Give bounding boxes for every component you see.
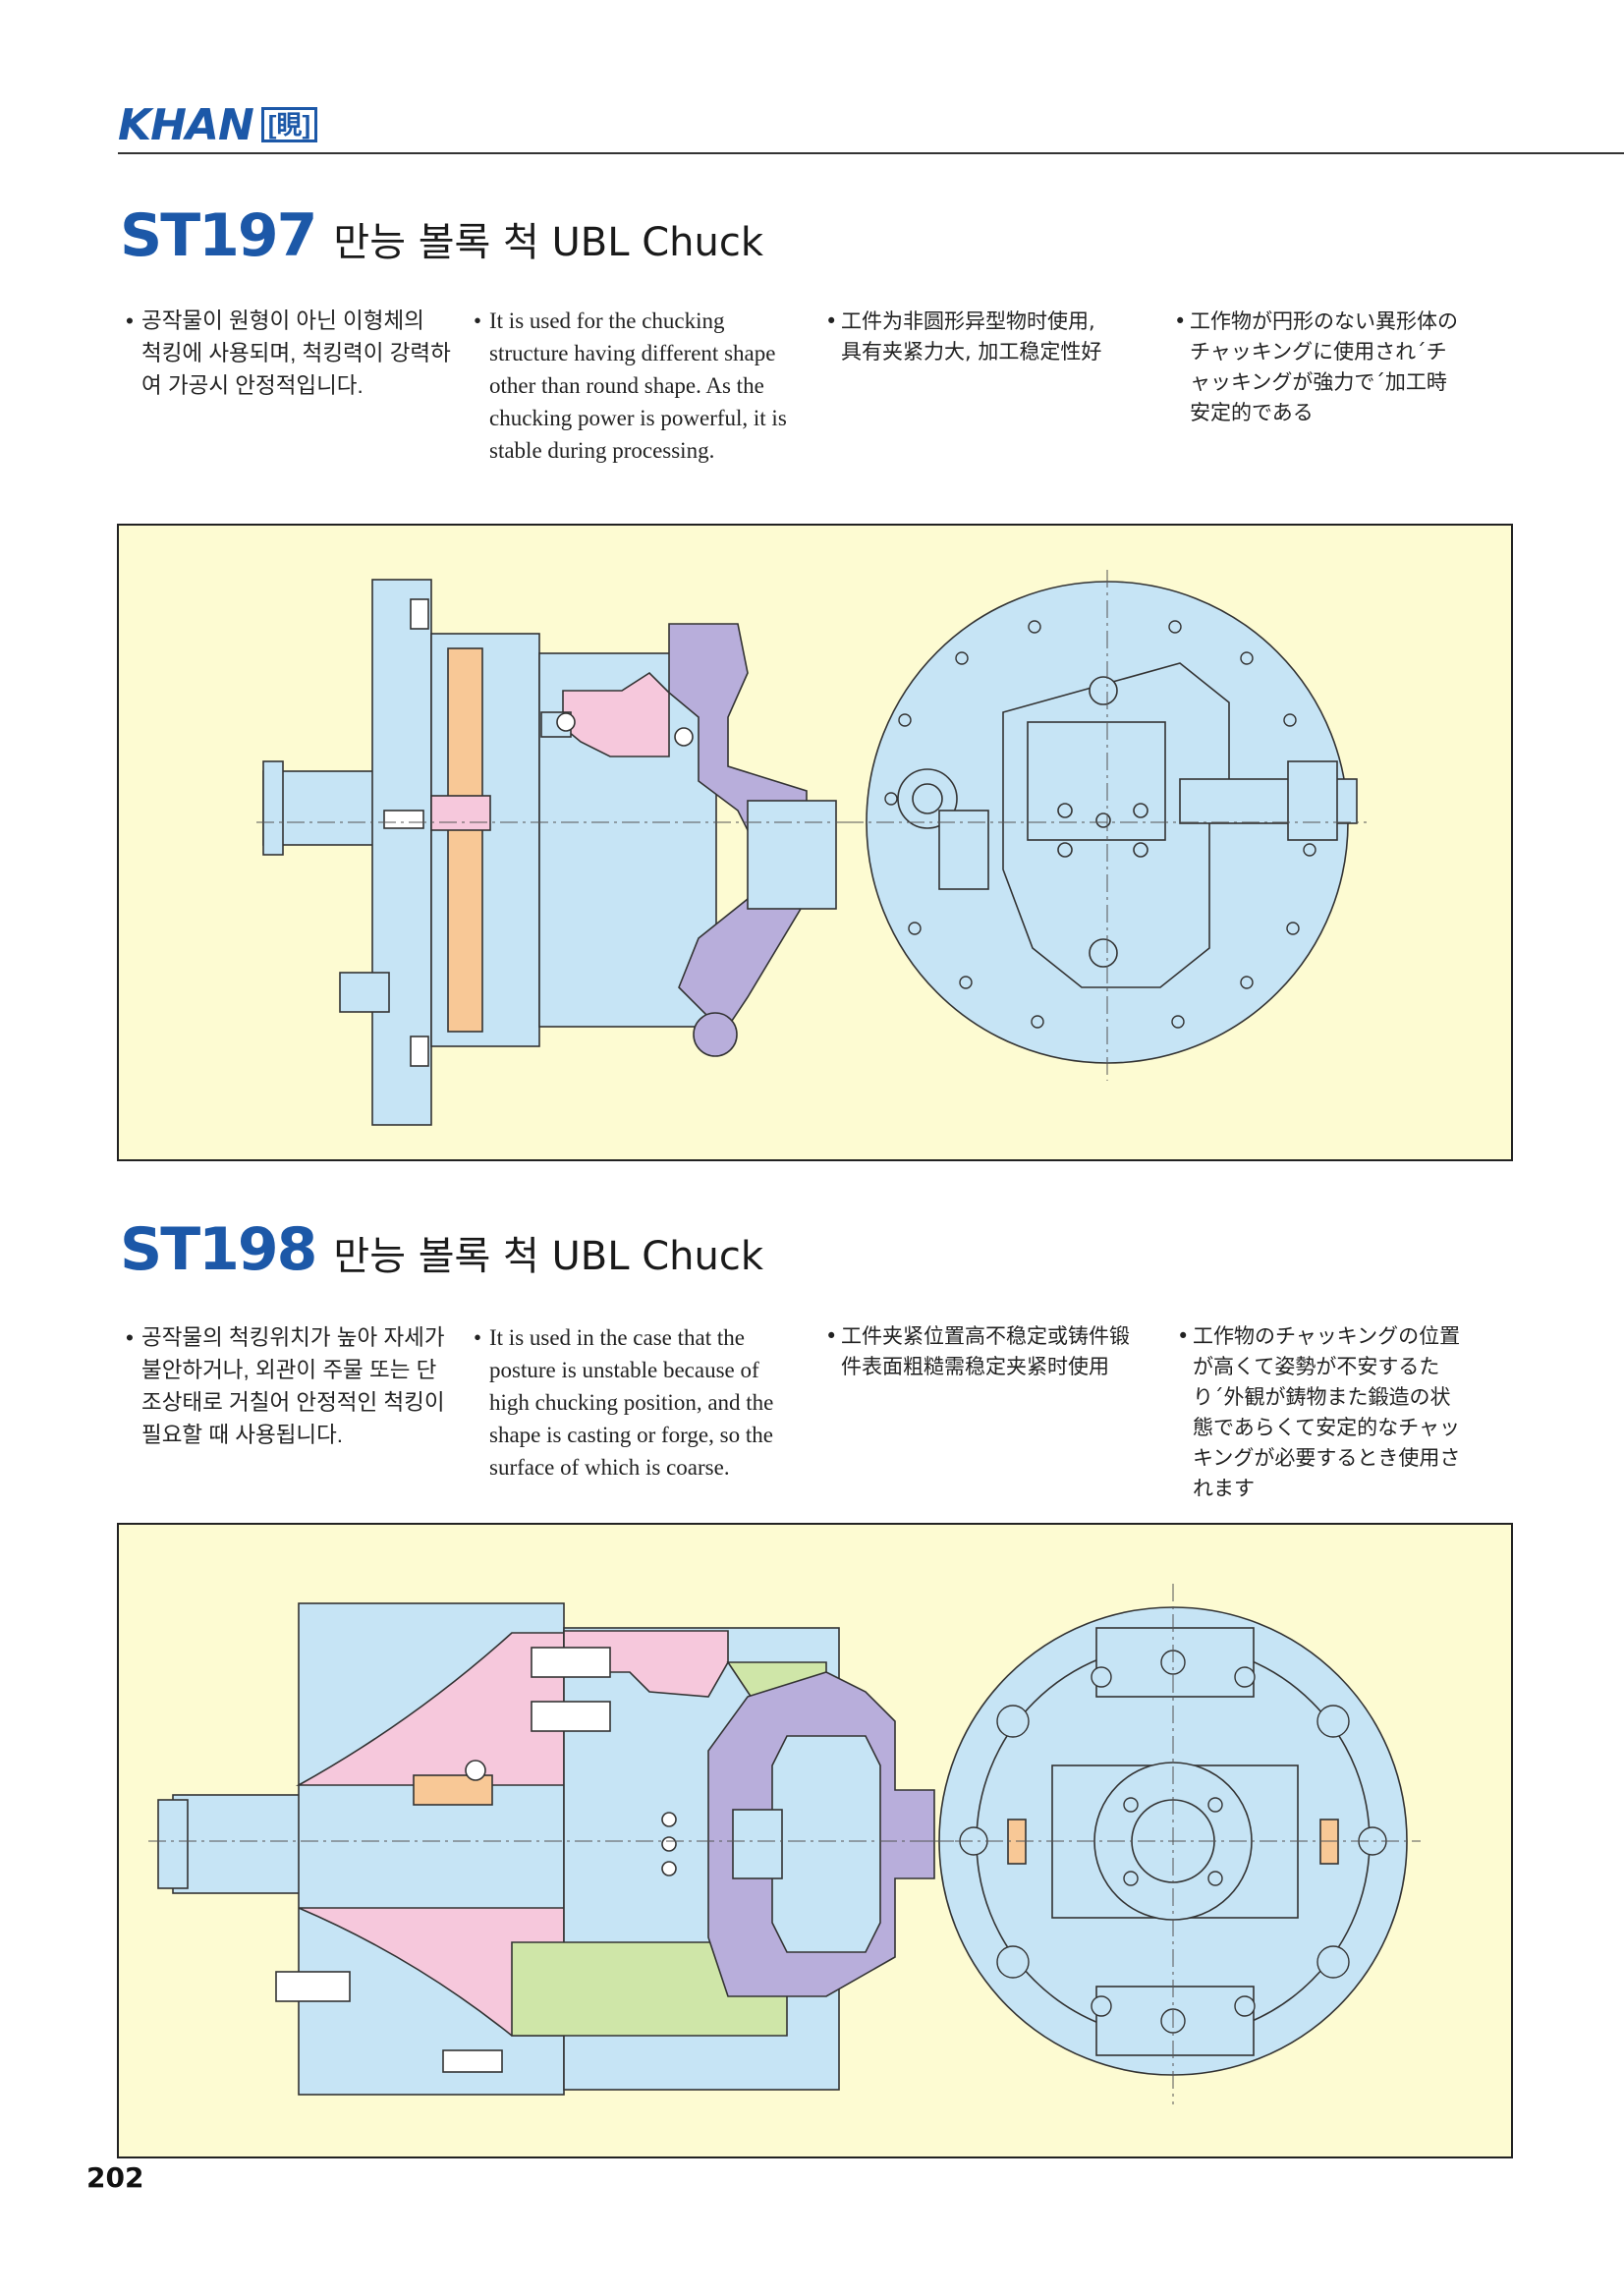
technical-drawing-st198 bbox=[148, 1584, 1421, 2104]
description-english: •It is used in the case that the posture… bbox=[474, 1325, 774, 1480]
drawing-panel-st198 bbox=[117, 1523, 1513, 2158]
page-number: 202 bbox=[86, 2161, 144, 2194]
khan-logo: KHAN [睍] bbox=[118, 99, 318, 150]
logo-badge: [睍] bbox=[260, 107, 318, 142]
description-chinese: •工件夹紧位置高不稳定或铸件锻 件表面粗糙需稳定夹紧时使用 bbox=[825, 1324, 1130, 1378]
product-name: 만능 볼록 척 UBL Chuck bbox=[333, 1234, 764, 1279]
description-japanese: •工作物のチャッキングの位置 が高くて姿勢が不安するた り´外観が鋳物また鍛造の… bbox=[1177, 1324, 1461, 1500]
section-title-st198: ST198 만능 볼록 척 UBL Chuck bbox=[120, 1215, 763, 1284]
header-rule bbox=[118, 152, 1624, 154]
product-code: ST198 bbox=[120, 1215, 317, 1284]
description-korean: •공작물의 척킹위치가 높아 자세가 불안하거나, 외관이 주물 또는 단 조상… bbox=[126, 1325, 445, 1447]
description-korean: •공작물이 원형이 아닌 이형체의 척킹에 사용되며, 척킹력이 강력하 여 가… bbox=[126, 308, 451, 398]
product-name: 만능 볼록 척 UBL Chuck bbox=[333, 220, 764, 265]
section-title-st197: ST197 만능 볼록 척 UBL Chuck bbox=[120, 201, 763, 270]
product-code: ST197 bbox=[120, 201, 317, 270]
logo-text: KHAN bbox=[118, 99, 254, 150]
technical-drawing-st197 bbox=[256, 570, 1367, 1126]
description-japanese: •工作物が円形のない異形体の チャッキングに使用され´チ ャッキングが強力で´加… bbox=[1174, 309, 1458, 424]
drawing-panel-st197 bbox=[117, 524, 1513, 1161]
description-chinese: •工件为非圆形异型物时使用, 具有夹紧力大, 加工稳定性好 bbox=[825, 309, 1102, 364]
description-english: •It is used for the chucking structure h… bbox=[474, 308, 787, 463]
